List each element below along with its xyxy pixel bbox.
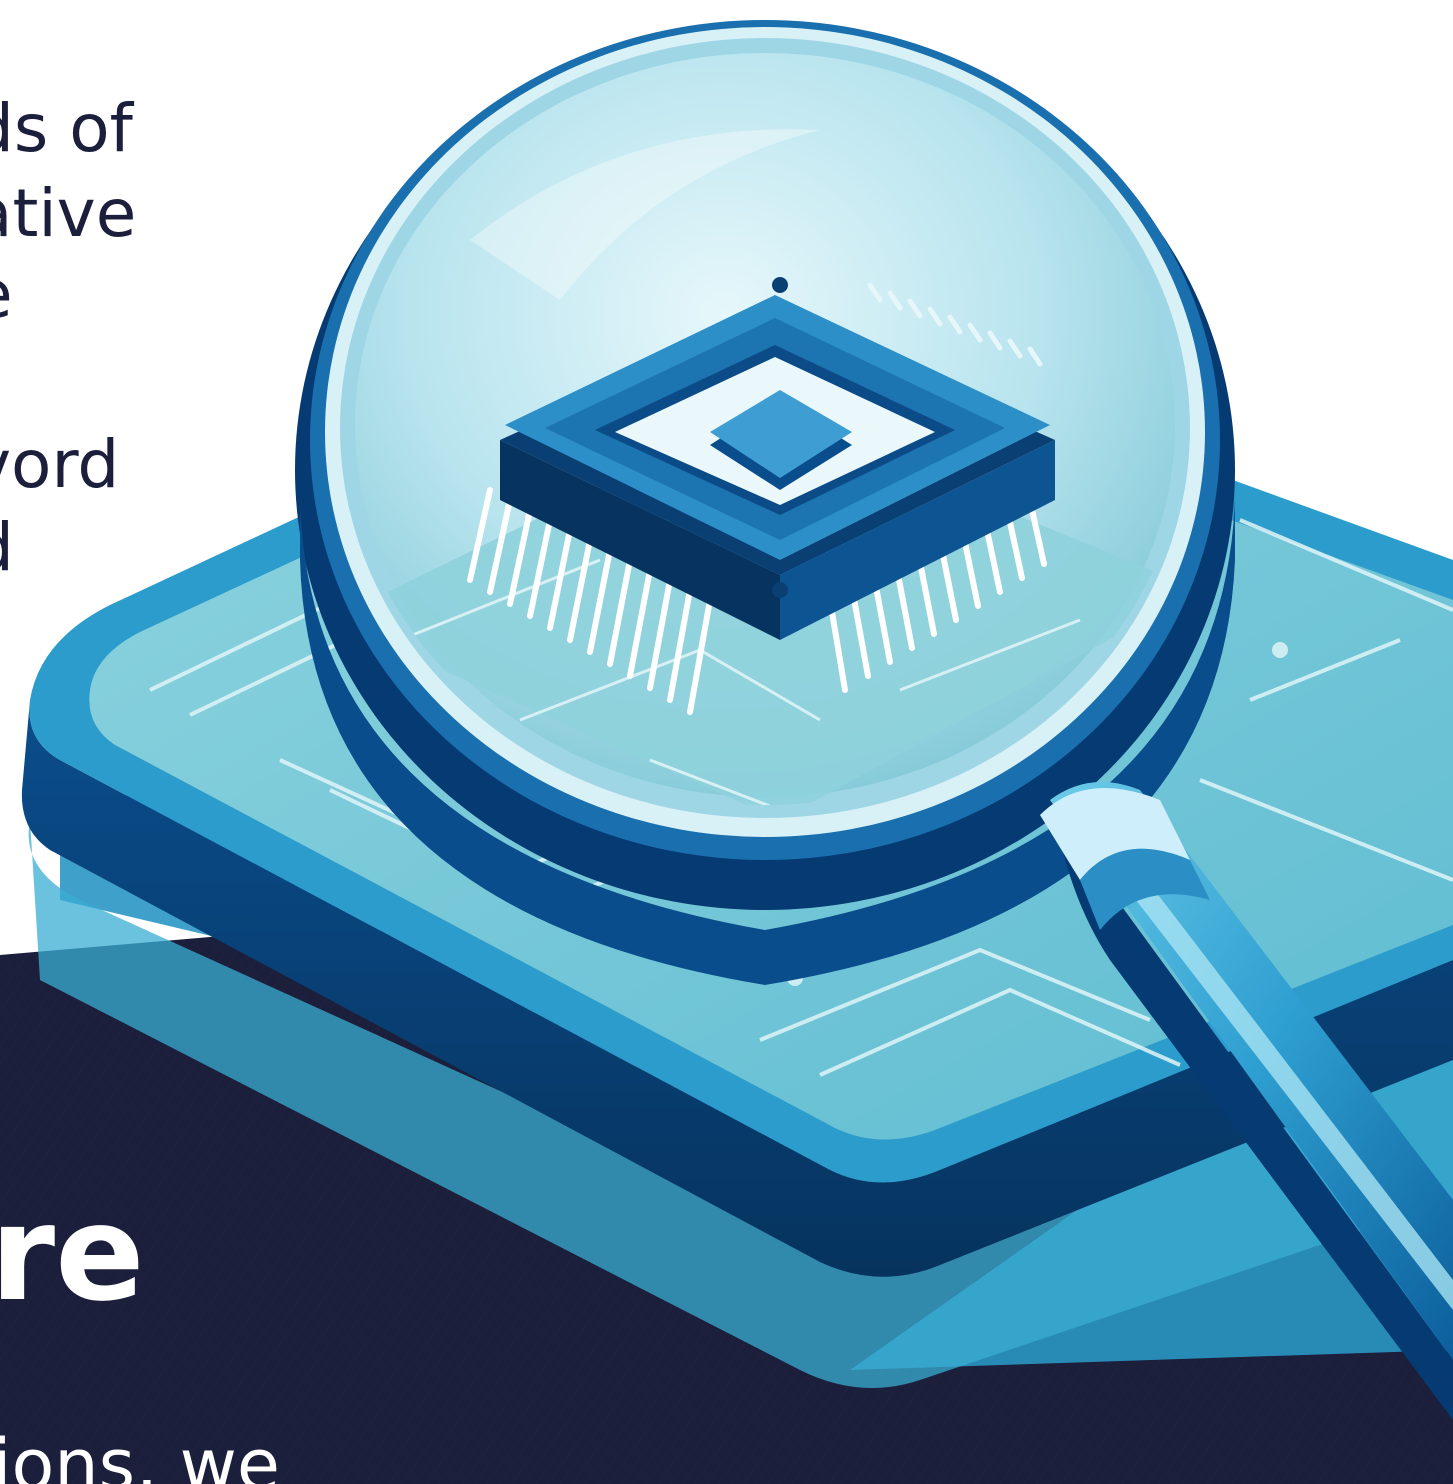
paragraph-line-3: e	[0, 262, 13, 328]
paragraph-line-1: ds of	[0, 90, 133, 167]
body-text-fragment: ions, we	[0, 1424, 280, 1484]
paragraph-line-4: vord	[0, 426, 120, 503]
paragraph-line-2: ative	[0, 175, 137, 252]
paragraph-line-5: d	[0, 515, 14, 581]
section-heading-fragment: re	[0, 1177, 145, 1331]
